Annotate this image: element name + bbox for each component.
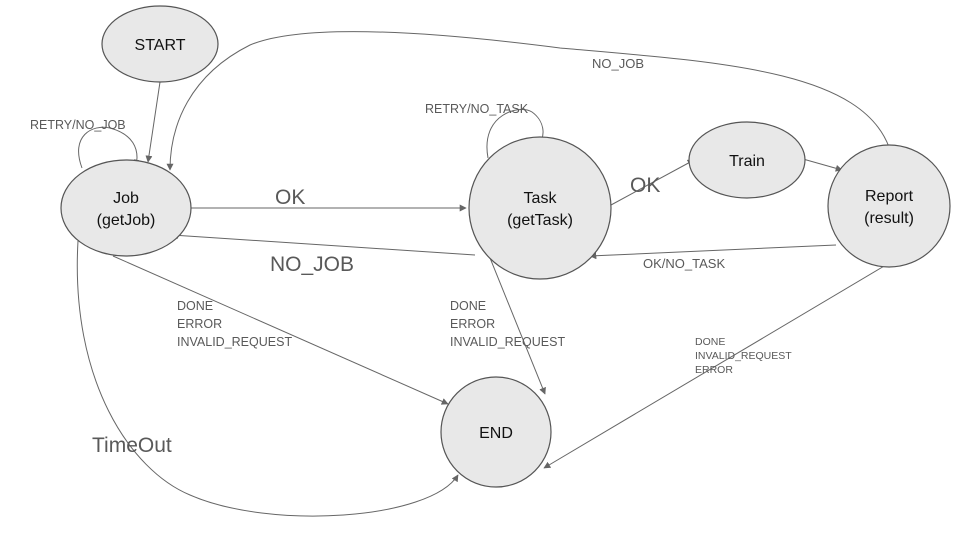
edge-label-retry-no-job: RETRY/NO_JOB [30, 118, 126, 132]
node-job-label-line2: (getJob) [97, 212, 156, 229]
node-train-shape [688, 121, 806, 199]
edge-job-timeout-to-end [76, 240, 459, 517]
edge-task-to-end [485, 247, 546, 395]
edge-label-report-to-end-line3: ERROR [695, 364, 733, 376]
node-report[interactable]: Report (result) [827, 144, 951, 268]
edge-label-job-to-task: OK [275, 186, 305, 209]
node-report-label-line1: Report [865, 188, 914, 205]
edge-label-report-to-end-line1: DONE [695, 336, 725, 348]
edge-label-report-to-task: OK/NO_TASK [643, 256, 725, 271]
edge-job-to-end [112, 255, 449, 405]
edge-label-timeout: TimeOut [92, 434, 172, 457]
node-task-label-line1: Task [524, 190, 558, 207]
node-start-label: START [135, 37, 186, 54]
edge-label-task-to-end: DONE ERROR INVALID_REQUEST [450, 299, 565, 349]
edge-task-to-train [610, 159, 695, 206]
edge-label-job-to-end-line2: ERROR [177, 317, 222, 331]
node-task[interactable]: Task (getTask) [468, 136, 612, 280]
edge-label-task-to-job: NO_JOB [270, 253, 354, 276]
node-job-shape [60, 159, 192, 257]
edge-label-job-to-end: DONE ERROR INVALID_REQUEST [177, 299, 292, 349]
edge-label-retry-no-task: RETRY/NO_TASK [425, 102, 529, 116]
edge-task-to-job [171, 231, 476, 256]
edge-train-to-report [802, 158, 843, 172]
node-task-shape [468, 136, 612, 280]
node-end-label: END [479, 425, 513, 442]
node-end-shape [440, 376, 552, 488]
node-start-shape [101, 5, 219, 83]
node-train-label: Train [729, 153, 765, 170]
edge-start-to-job [145, 81, 161, 163]
node-start[interactable]: START [101, 5, 219, 83]
edge-label-report-to-end: DONE INVALID_REQUEST ERROR [695, 336, 792, 376]
node-report-shape [827, 144, 951, 268]
node-report-label-line2: (result) [864, 210, 914, 227]
edge-report-to-end [543, 261, 892, 469]
node-train[interactable]: Train [688, 121, 806, 199]
edge-label-report-to-job: NO_JOB [592, 56, 644, 71]
edge-label-task-to-end-line3: INVALID_REQUEST [450, 335, 565, 349]
node-task-label-line2: (getTask) [507, 212, 573, 229]
edge-task-retry-loop [486, 109, 544, 159]
edge-label-task-to-end-line1: DONE [450, 299, 486, 313]
edge-label-task-to-train: OK [630, 174, 660, 197]
edge-job-retry-loop [78, 126, 141, 169]
edge-label-task-to-end-line2: ERROR [450, 317, 495, 331]
edge-report-to-job [166, 31, 890, 171]
node-job-label-line1: Job [113, 190, 139, 207]
edge-label-job-to-end-line1: DONE [177, 299, 213, 313]
edge-report-to-task [589, 244, 837, 260]
edge-label-job-to-end-line3: INVALID_REQUEST [177, 335, 292, 349]
node-job[interactable]: Job (getJob) [60, 159, 192, 257]
edge-label-report-to-end-line2: INVALID_REQUEST [695, 350, 792, 362]
node-end[interactable]: END [440, 376, 552, 488]
